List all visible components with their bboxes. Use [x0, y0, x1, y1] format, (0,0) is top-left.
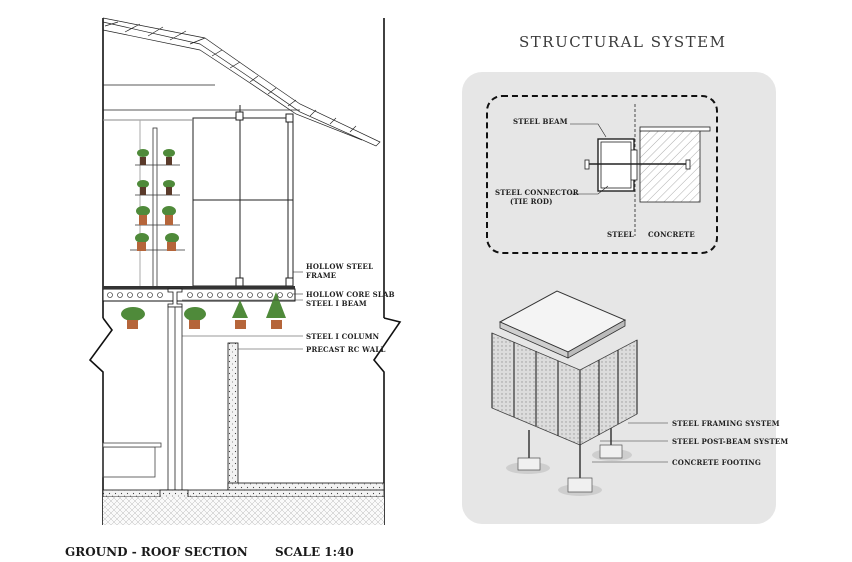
hanging-plants: [121, 292, 286, 329]
section-leaders: [182, 271, 303, 350]
structural-title: STRUCTURAL SYSTEM: [519, 33, 727, 51]
section-outline: [88, 18, 402, 525]
shelf-plants: [135, 149, 179, 251]
connection-detail-box: [486, 95, 718, 254]
label-steel-i-column: STEEL I COLUMN: [306, 332, 380, 341]
label-steel-i-beam: STEEL I BEAM: [306, 299, 367, 308]
roof: [102, 17, 381, 147]
axo-label-post-beam: STEEL POST-BEAM SYSTEM: [672, 437, 789, 446]
ground-floor: [102, 442, 385, 525]
axo-label-framing: STEEL FRAMING SYSTEM: [672, 419, 780, 428]
label-hollow-steel-frame: HOLLOW STEEL FRAME: [306, 262, 374, 280]
detail-label-steel: STEEL: [607, 230, 634, 239]
detail-label-tie-rod: (TIE ROD): [510, 197, 553, 206]
section-scale: SCALE 1:40: [275, 545, 354, 559]
label-precast-rc-wall: PRECAST RC WALL: [306, 345, 386, 354]
section-caption: GROUND - ROOF SECTION: [65, 545, 248, 559]
detail-label-concrete: CONCRETE: [648, 230, 695, 239]
axo-label-footing: CONCRETE FOOTING: [672, 458, 761, 467]
hollow-core-slab: [102, 286, 296, 308]
detail-label-steel-beam: STEEL BEAM: [513, 117, 568, 126]
detail-label-steel-connector: STEEL CONNECTOR: [495, 188, 579, 197]
label-hollow-core-slab: HOLLOW CORE SLAB: [306, 290, 395, 299]
